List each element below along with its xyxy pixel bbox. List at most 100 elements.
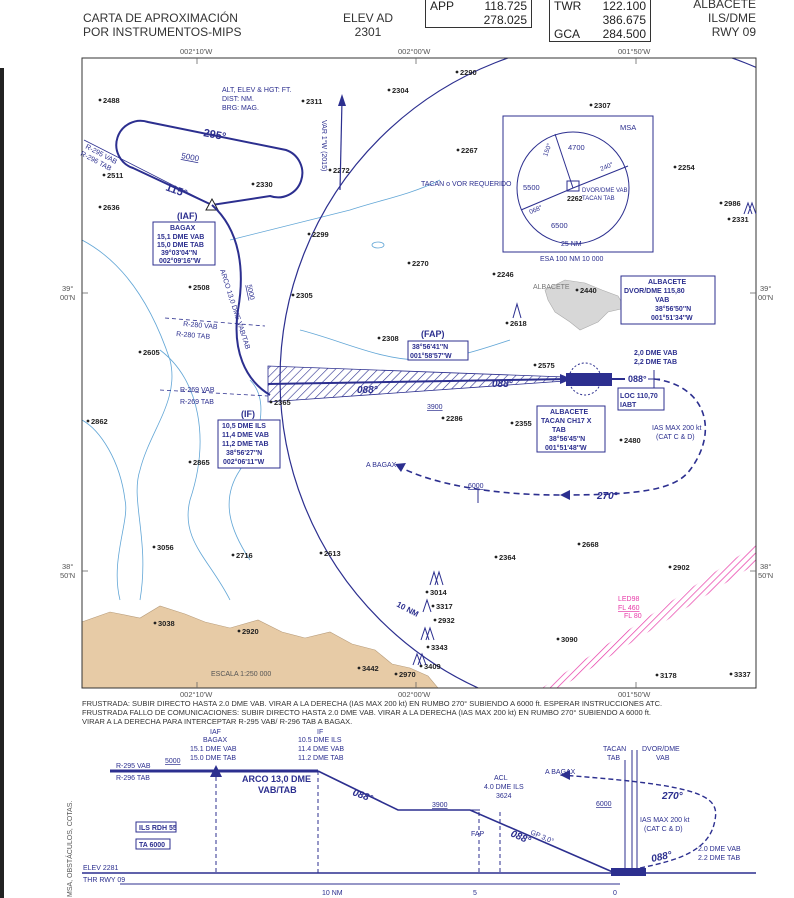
missed-course-label: 270°: [596, 491, 619, 502]
msa-ring-label: 25 NM: [561, 241, 582, 248]
spot-elevation: 3056: [157, 543, 174, 552]
spot-dot: [387, 88, 391, 92]
spot-dot: [431, 604, 435, 608]
profile-to-bagax: A BAGAX: [545, 769, 576, 776]
lat-left-1b: 00'N: [60, 293, 75, 302]
spot-elevation: 2440: [580, 286, 597, 295]
spot-dot: [291, 293, 295, 297]
aerodrome-elevation: ELEV AD 2301: [338, 11, 398, 39]
spot-elevation: 2613: [324, 549, 341, 558]
profile-alt-3900: 3900: [432, 802, 448, 809]
msa-title: MSA: [620, 123, 636, 132]
spot-dot: [86, 419, 90, 423]
profile-acl-alt: 3624: [496, 793, 512, 800]
airport-name: ALBACETE: [693, 0, 756, 11]
spot-elevation: 3442: [362, 664, 379, 673]
spot-elevation: 2270: [412, 259, 429, 268]
if-box: [217, 419, 281, 469]
profile-iaf-dme-2: 15.0 DME TAB: [190, 755, 236, 762]
loc-ident: IABT: [620, 402, 637, 409]
spot-elevation: 3014: [430, 588, 448, 597]
spot-dot: [556, 637, 560, 641]
spot-elevation: 2636: [103, 203, 120, 212]
profile-r295: R-295 VAB: [116, 763, 151, 770]
gca-freq: 284.500: [602, 27, 646, 41]
var-arrowhead: [338, 94, 346, 106]
msa-center-elev: 2262: [567, 196, 583, 203]
profile-ias-1: IAS MAX 200 kt: [640, 817, 689, 824]
map-frame: [81, 57, 757, 689]
profile-vor: DVOR/DME: [642, 746, 680, 753]
profile-side-label: MSA, OBSTÁCULOS, COTAS.: [65, 801, 74, 897]
app-freq-1: 118.725: [484, 0, 528, 13]
spot-dot: [492, 272, 496, 276]
missed-note-1: FRUSTRADA: SUBIR DIRECTO HASTA 2.0 DME V…: [82, 699, 663, 708]
spot-dot: [98, 98, 102, 102]
profile-tacan: TACAN: [603, 746, 626, 753]
town-label: ALBACETE: [533, 284, 570, 291]
title-line-2: POR INSTRUMENTOS-MIPS: [83, 25, 242, 39]
vor-lat: 38°56'50''N: [655, 305, 691, 313]
spot-dot: [419, 664, 423, 668]
graticule-labels: 002°10'W 002°00'W 001°50'W 002°10'W 002°…: [60, 47, 773, 699]
spot-elevation: 2932: [438, 616, 455, 625]
chart-legend: ALT, ELEV & HGT: FT. DIST: NM. BRG: MAG.: [222, 87, 292, 112]
final-approach-course: [267, 378, 571, 385]
spot-elevation: 3090: [561, 635, 578, 644]
holding-pattern: 295° 115° 5000: [115, 119, 304, 211]
profile-if-dme-3: 11.2 DME TAB: [298, 755, 344, 762]
spot-elevation: 2862: [91, 417, 108, 426]
tacan-lat: 38°56'45''N: [549, 435, 585, 443]
spot-dot: [307, 232, 311, 236]
profile-acl: ACL: [494, 775, 508, 782]
spot-elevation: 2511: [107, 171, 123, 180]
spot-dot: [510, 421, 514, 425]
if-dme-1: 10,5 DME ILS: [222, 423, 266, 430]
profile-arc-2: VAB/TAB: [258, 785, 297, 795]
spot-elevation: 2668: [582, 540, 599, 549]
profile-thr: THR RWY 09: [83, 877, 125, 884]
msa-sector-w: 5500: [523, 183, 540, 192]
spot-dot: [407, 261, 411, 265]
msa-diagram: MSA 4700 5500 6500 150° 240° 068° 2262 D…: [502, 115, 654, 263]
profile-runway: [611, 868, 646, 876]
lat-right-2b: 50'N: [758, 571, 773, 580]
restricted-id: LED98: [618, 596, 640, 603]
profile-scale-5: 5: [473, 890, 477, 897]
if-lon: 002°06'11''W: [223, 458, 265, 466]
airport-identity: ALBACETE ILS/DME RWY 09: [693, 0, 756, 39]
profile-vor-vab: VAB: [656, 755, 670, 762]
spot-dot: [433, 618, 437, 622]
missed-note-3: VIRAR A LA DERECHA PARA INTERCEPTAR R-29…: [82, 717, 353, 726]
restricted-lower: FL 80: [624, 613, 642, 620]
app-freq-2: 278.025: [483, 13, 527, 27]
missed-approach-path: [394, 378, 706, 496]
spot-dot: [152, 545, 156, 549]
terrain-area: [82, 605, 439, 688]
spot-dot: [98, 205, 102, 209]
profile-ias-2: (CAT C & D): [644, 826, 683, 833]
profile-alt-5000: 5000: [165, 758, 181, 765]
spot-dot: [577, 542, 581, 546]
spot-elevation: 2246: [497, 270, 514, 279]
spot-dot: [153, 621, 157, 625]
iaf-dme-2: 15,0 DME TAB: [157, 242, 204, 249]
profile-glidepath: GP 3,0°: [529, 828, 555, 845]
lat-right-1b: 00'N: [758, 293, 773, 302]
vor-lon: 001°51'34''W: [651, 314, 693, 322]
dme-end-vab: 2,0 DME VAB: [634, 350, 677, 357]
spot-dot: [668, 565, 672, 569]
lon-top-3: 001°50'W: [618, 47, 651, 56]
spot-dot: [494, 555, 498, 559]
spot-elevation: 2299: [312, 230, 329, 239]
spot-dot: [231, 553, 235, 557]
spot-dot: [441, 416, 445, 420]
tacan-box: [536, 405, 606, 453]
profile-r296: R-296 TAB: [116, 775, 150, 782]
spot-dot: [533, 363, 537, 367]
spot-dot: [237, 629, 241, 633]
radial-r280-tab: R-280 TAB: [176, 331, 211, 341]
